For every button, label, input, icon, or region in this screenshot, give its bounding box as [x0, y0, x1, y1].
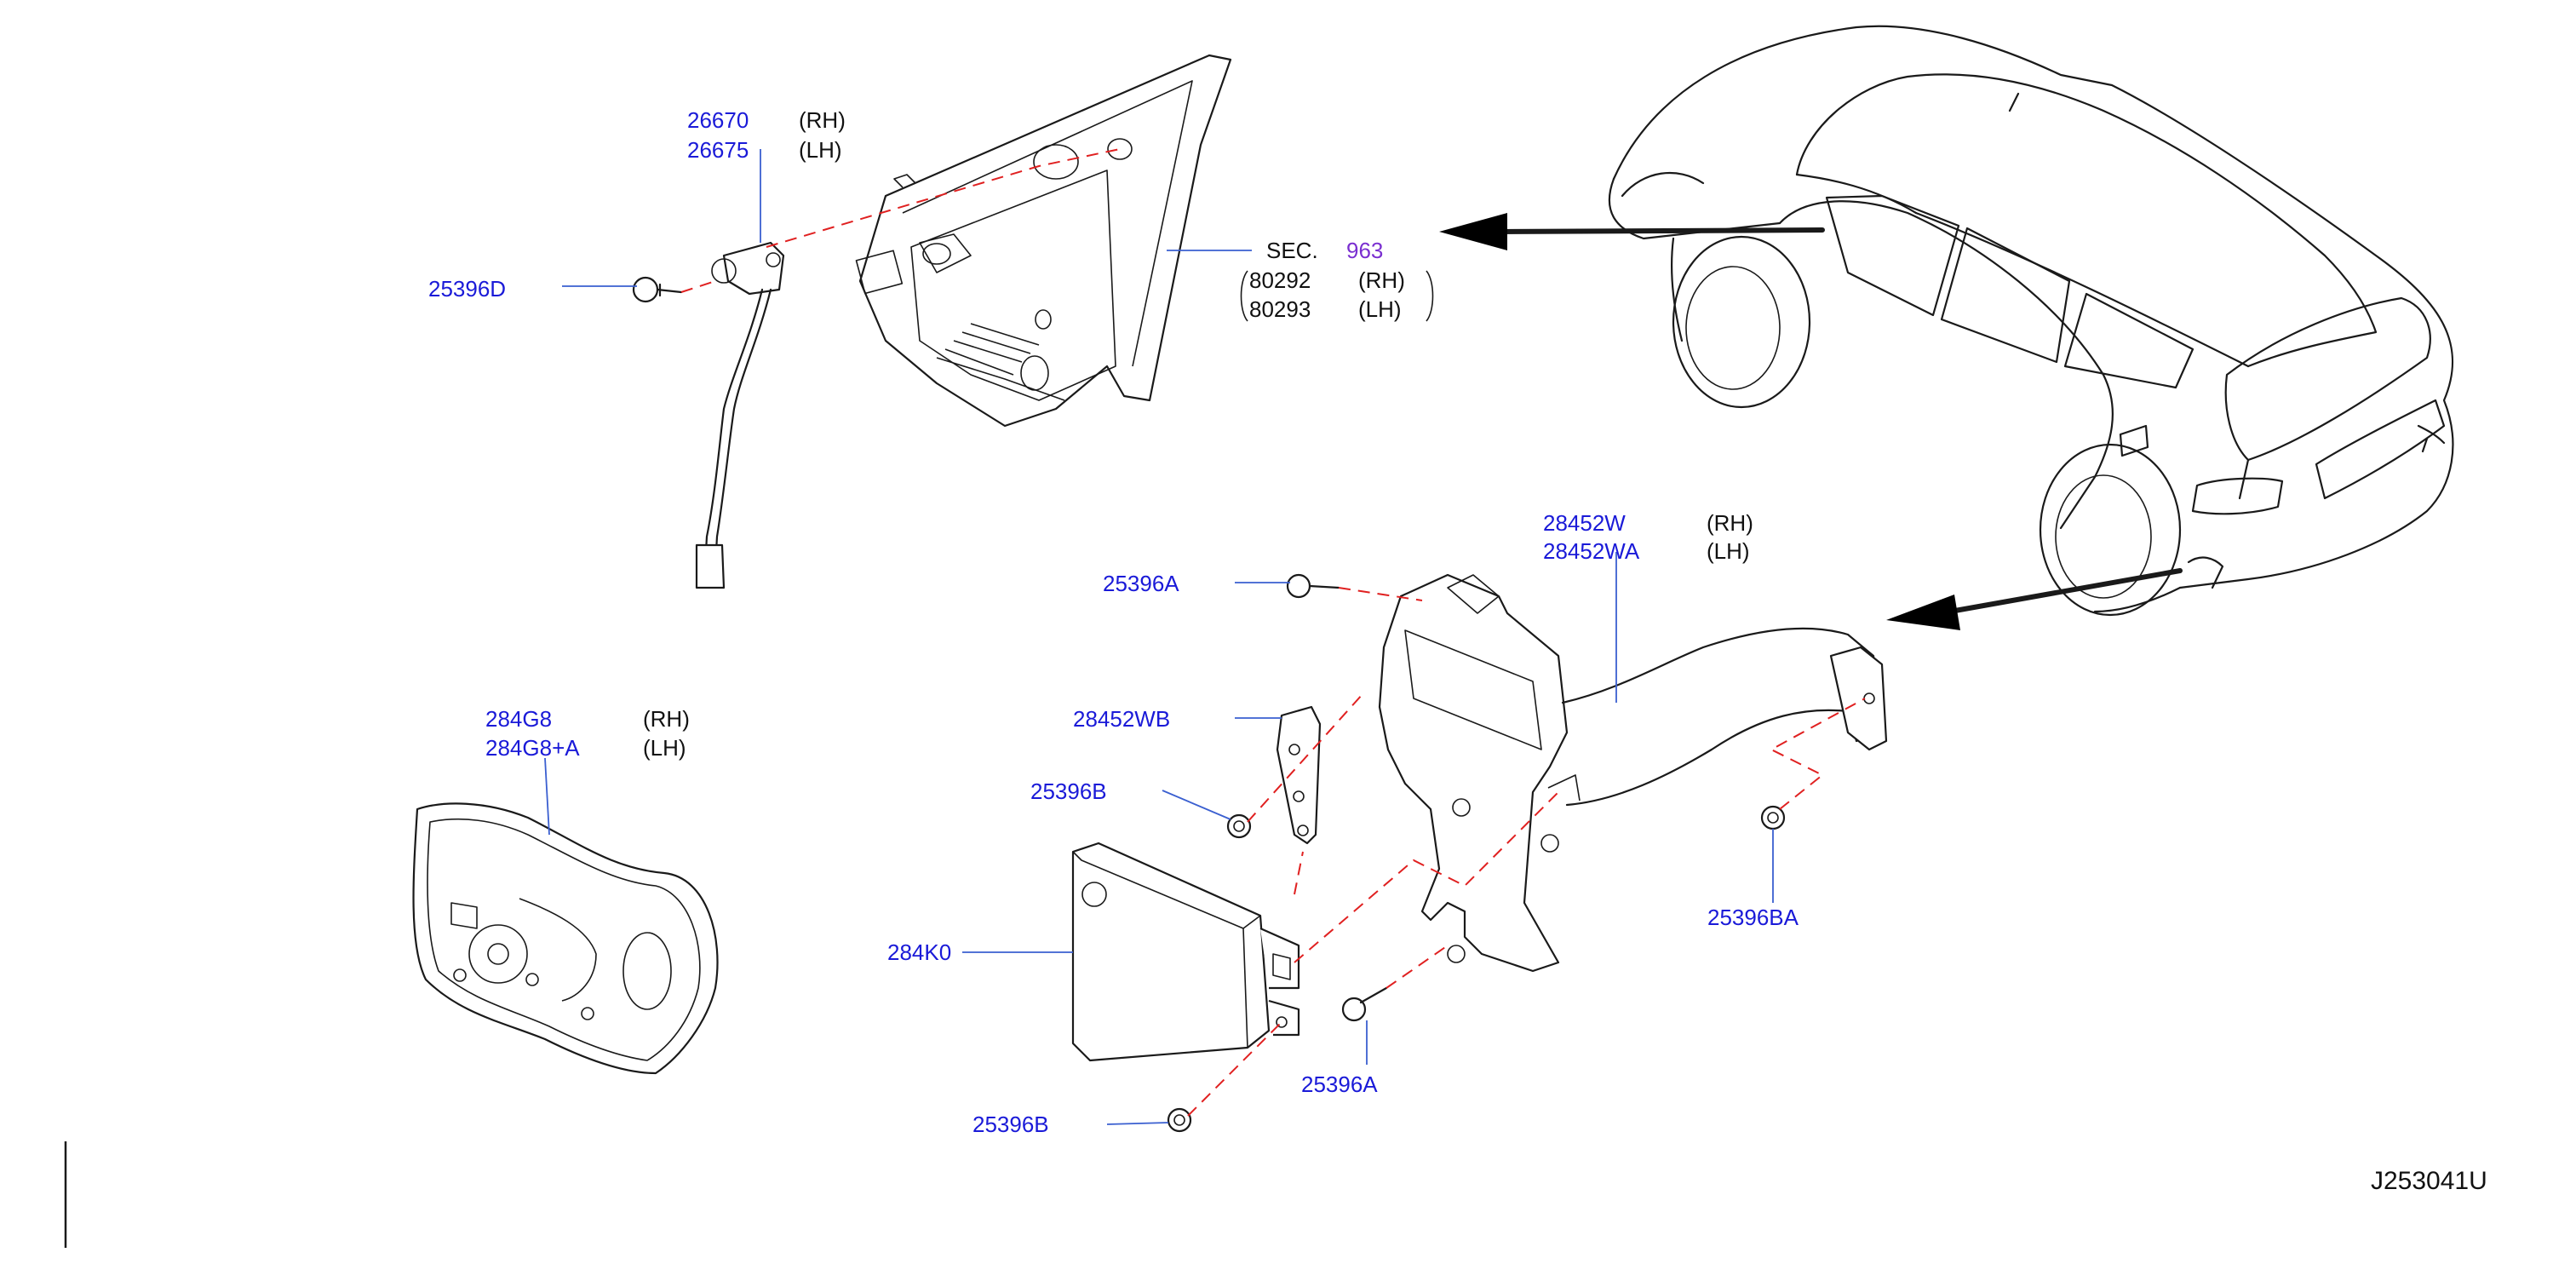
- part-number-284K0: 284K0: [887, 939, 951, 965]
- tail-lamp-assembly: [855, 54, 1232, 428]
- bracket-28452W: [1378, 573, 1888, 973]
- part-number-25396A: 25396A: [1103, 571, 1179, 596]
- diagram-code: J253041U: [2371, 1167, 2487, 1195]
- part-number-80293: 80293: [1249, 296, 1311, 322]
- callout-labels: 26670 (RH) 26675 (LH) 25396D SEC. 963 80…: [428, 107, 2487, 1195]
- part-number-25396B: 25396B: [1030, 779, 1107, 804]
- bracket-right: [1426, 270, 1434, 322]
- part-number-25396BA: 25396BA: [1707, 905, 1799, 930]
- side-label: (RH): [1358, 267, 1405, 293]
- bolts-and-nuts: [1167, 573, 1786, 1133]
- screw-25396D: [632, 276, 683, 303]
- side-label: (LH): [1707, 538, 1750, 564]
- side-label: (RH): [643, 706, 690, 732]
- section-number[interactable]: 963: [1346, 238, 1383, 263]
- part-number-25396B: 25396B: [972, 1112, 1049, 1137]
- assembly-lines: [1187, 587, 1866, 1117]
- leader-lines: [544, 149, 1774, 1125]
- part-number-26675: 26675: [687, 137, 749, 163]
- part-number-284G8: 284G8: [485, 706, 552, 732]
- part-number-28452WB: 28452WB: [1073, 706, 1170, 732]
- part-number-28452W: 28452W: [1543, 510, 1626, 536]
- part-number-284G8A: 284G8+A: [485, 735, 580, 761]
- bracket-28452WB: [1276, 705, 1322, 845]
- vehicle-illustration: [1439, 25, 2454, 630]
- side-label: (LH): [1358, 296, 1402, 322]
- module-284K0: [1071, 842, 1300, 1062]
- finisher-284G8: [412, 802, 719, 1075]
- section-prefix: SEC.: [1266, 238, 1318, 263]
- part-number-26670: 26670: [687, 107, 749, 133]
- side-label: (LH): [643, 735, 686, 761]
- side-label: (LH): [799, 137, 842, 163]
- part-number-80292: 80292: [1249, 267, 1311, 293]
- bracket-left: [1240, 270, 1248, 322]
- part-number-28452WA: 28452WA: [1543, 538, 1640, 564]
- side-label: (RH): [799, 107, 846, 133]
- part-number-25396A: 25396A: [1301, 1072, 1378, 1097]
- sensor-26670: [695, 241, 785, 589]
- side-label: (RH): [1707, 510, 1753, 536]
- part-number-25396D: 25396D: [428, 276, 506, 302]
